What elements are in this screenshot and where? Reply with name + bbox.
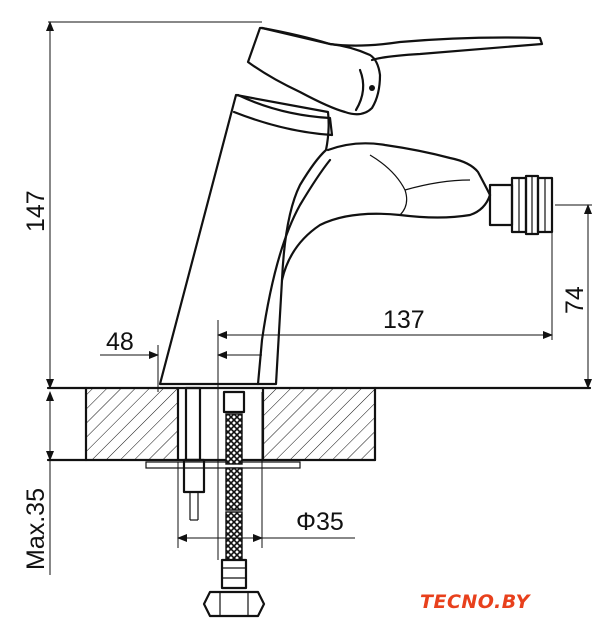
dimension-max-thickness-label: Max.35 xyxy=(22,488,50,570)
lever-handle xyxy=(246,26,544,116)
mounting-hardware xyxy=(145,386,301,618)
dimension-diameter-label: Φ35 xyxy=(296,508,344,536)
dimension-147-label: 147 xyxy=(22,190,50,232)
countertop-section xyxy=(46,386,592,462)
dimension-74-label: 74 xyxy=(561,286,589,314)
dimension-48-label: 48 xyxy=(106,328,134,356)
brand-logo: TECNO.BY xyxy=(420,591,532,613)
faucet-body xyxy=(158,93,492,386)
outlet-connector xyxy=(488,174,554,236)
dimension-lines xyxy=(46,21,592,575)
dimension-137-label: 137 xyxy=(383,306,425,334)
